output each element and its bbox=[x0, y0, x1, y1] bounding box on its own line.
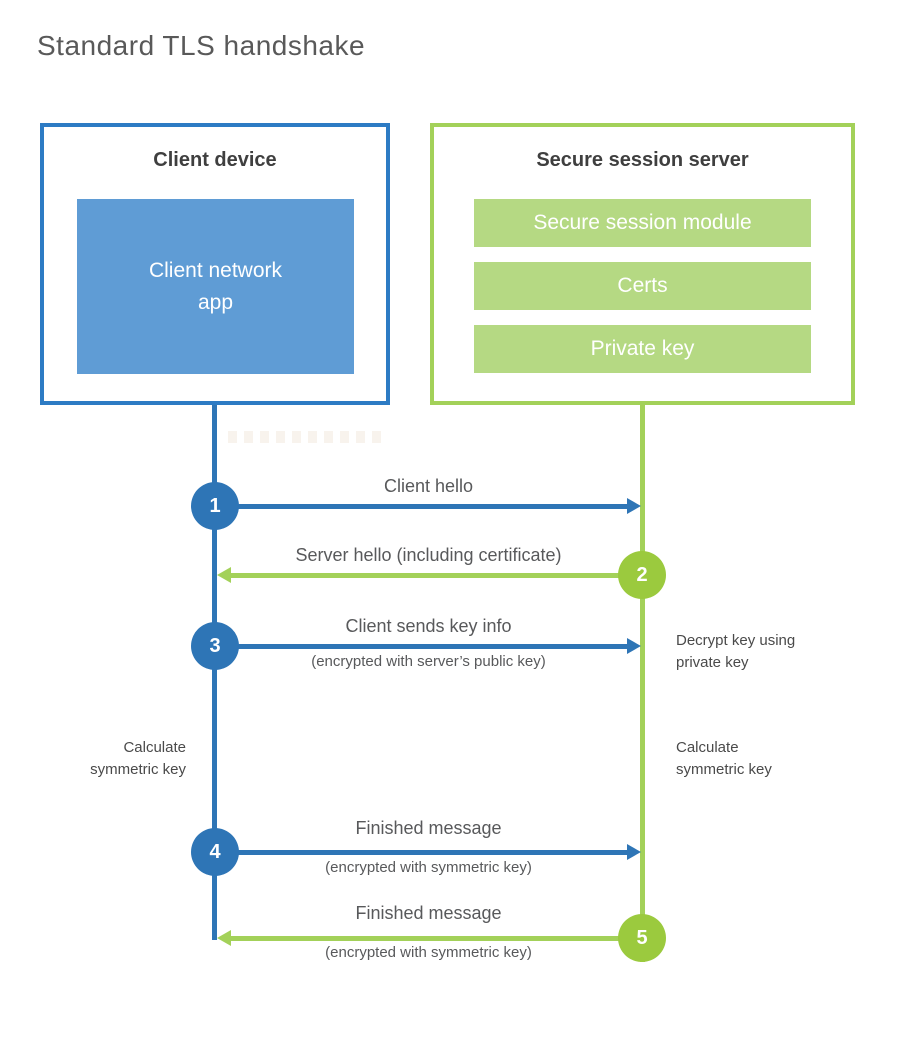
ghost-dashes-decoration bbox=[228, 431, 388, 443]
server-module-certs: Certs bbox=[474, 262, 811, 310]
server-module-secure-session: Secure session module bbox=[474, 199, 811, 247]
step-circle-1: 1 bbox=[191, 482, 239, 530]
arrow-finished-client bbox=[238, 844, 641, 860]
arrow-finished-server bbox=[217, 930, 619, 946]
note-decrypt-key: Decrypt key using private key bbox=[676, 632, 796, 671]
client-network-app-box: Client network app bbox=[77, 199, 354, 374]
message-label-key-info: Client sends key info bbox=[345, 616, 512, 636]
message-label-finished-server: Finished message bbox=[355, 903, 502, 923]
message-label-client-hello: Client hello bbox=[383, 476, 474, 496]
arrow-shaft bbox=[230, 936, 619, 941]
step-circle-2: 2 bbox=[618, 551, 666, 599]
message-sublabel-finished-server: (encrypted with symmetric key) bbox=[325, 944, 532, 961]
secure-session-server-box: Secure session server Secure session mod… bbox=[430, 123, 855, 405]
arrow-shaft bbox=[238, 644, 628, 649]
client-device-title: Client device bbox=[153, 149, 277, 171]
note-calculate-symmetric-key-client: Calculate symmetric key bbox=[90, 739, 186, 778]
arrow-server-hello bbox=[217, 567, 619, 583]
message-sublabel-key-info: (encrypted with server’s public key) bbox=[311, 653, 546, 670]
note-calculate-symmetric-key-server: Calculate symmetric key bbox=[676, 739, 772, 778]
step-circle-4: 4 bbox=[191, 828, 239, 876]
arrow-shaft bbox=[238, 850, 628, 855]
step-circle-5: 5 bbox=[618, 914, 666, 962]
arrowhead-right-icon bbox=[627, 638, 641, 654]
secure-session-server-title: Secure session server bbox=[536, 149, 749, 171]
arrowhead-right-icon bbox=[627, 498, 641, 514]
step-circle-3: 3 bbox=[191, 622, 239, 670]
arrow-shaft bbox=[238, 504, 628, 509]
message-label-finished-client: Finished message bbox=[355, 818, 502, 838]
arrow-shaft bbox=[230, 573, 619, 578]
arrow-client-hello bbox=[238, 498, 641, 514]
client-device-box: Client device Client network app bbox=[40, 123, 390, 405]
page-title: Standard TLS handshake bbox=[37, 30, 366, 61]
client-lifeline bbox=[212, 405, 217, 940]
arrowhead-left-icon bbox=[217, 930, 231, 946]
arrowhead-left-icon bbox=[217, 567, 231, 583]
server-module-private-key: Private key bbox=[474, 325, 811, 373]
server-lifeline bbox=[640, 405, 645, 962]
message-label-server-hello: Server hello (including certificate) bbox=[295, 545, 562, 565]
arrowhead-right-icon bbox=[627, 844, 641, 860]
arrow-client-key-info bbox=[238, 638, 641, 654]
message-sublabel-finished-client: (encrypted with symmetric key) bbox=[325, 859, 532, 876]
